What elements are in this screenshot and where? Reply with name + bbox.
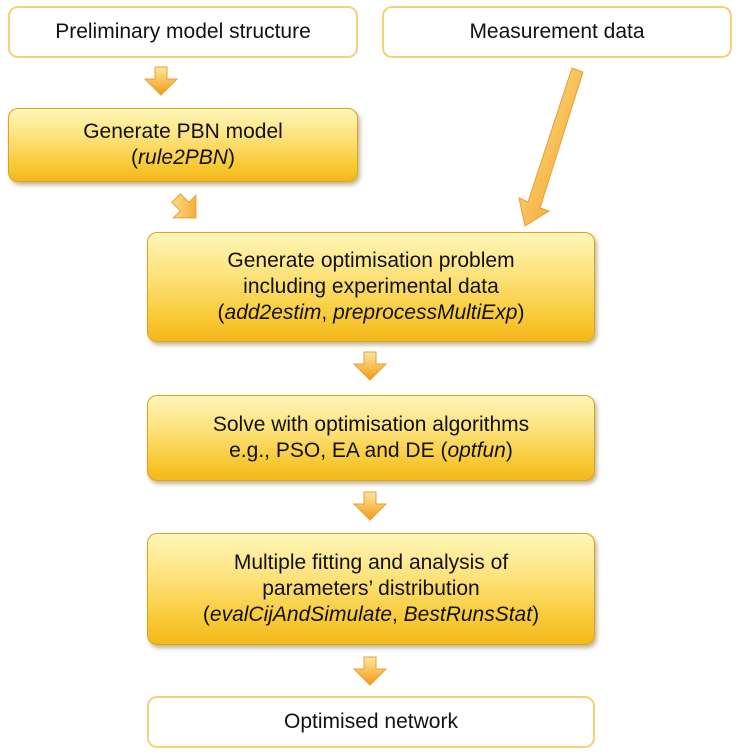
- diagonal-arrow-icon: [171, 193, 197, 219]
- function-name: add2estim: [224, 301, 322, 324]
- function-name: preprocessMultiExp: [333, 301, 518, 324]
- preliminary-label: Preliminary model structure: [55, 20, 311, 43]
- measurement-label: Measurement data: [469, 20, 645, 43]
- step-generate-pbn-model: Generate PBN model (rule2PBN): [8, 108, 358, 182]
- step-title: Multiple fitting and analysis of: [233, 551, 509, 574]
- step-subtitle: including experimental data: [243, 275, 499, 298]
- down-arrow-icon: [352, 491, 388, 521]
- down-arrow-icon: [352, 656, 388, 686]
- function-name: rule2PBN: [138, 146, 228, 169]
- preliminary-model-structure-box: Preliminary model structure: [8, 6, 358, 58]
- down-arrow-icon: [352, 351, 388, 381]
- step-title: Generate optimisation problem: [227, 249, 515, 272]
- output-label: Optimised network: [284, 710, 458, 733]
- step-subtitle: parameters’ distribution: [262, 577, 480, 600]
- step-function: (add2estim, preprocessMultiExp): [217, 301, 525, 324]
- measurement-arrow-icon: [518, 67, 584, 227]
- measurement-data-box: Measurement data: [382, 6, 732, 58]
- function-name: optfun: [447, 439, 506, 462]
- step-function: (rule2PBN): [131, 146, 235, 169]
- step-title: Solve with optimisation algorithms: [212, 413, 530, 436]
- step-function: (evalCijAndSimulate, BestRunsStat): [202, 603, 540, 626]
- optimised-network-box: Optimised network: [147, 696, 595, 748]
- step-generate-optimisation-problem: Generate optimisation problem including …: [147, 232, 595, 342]
- step-multiple-fitting: Multiple fitting and analysis of paramet…: [147, 533, 595, 645]
- step-title: Generate PBN model: [83, 120, 283, 143]
- step-function: e.g., PSO, EA and DE (optfun): [229, 439, 513, 462]
- step-solve-optimisation: Solve with optimisation algorithms e.g.,…: [147, 395, 595, 481]
- function-name: evalCijAndSimulate: [209, 603, 392, 626]
- function-name: BestRunsStat: [403, 603, 533, 626]
- down-arrow-icon: [143, 66, 179, 96]
